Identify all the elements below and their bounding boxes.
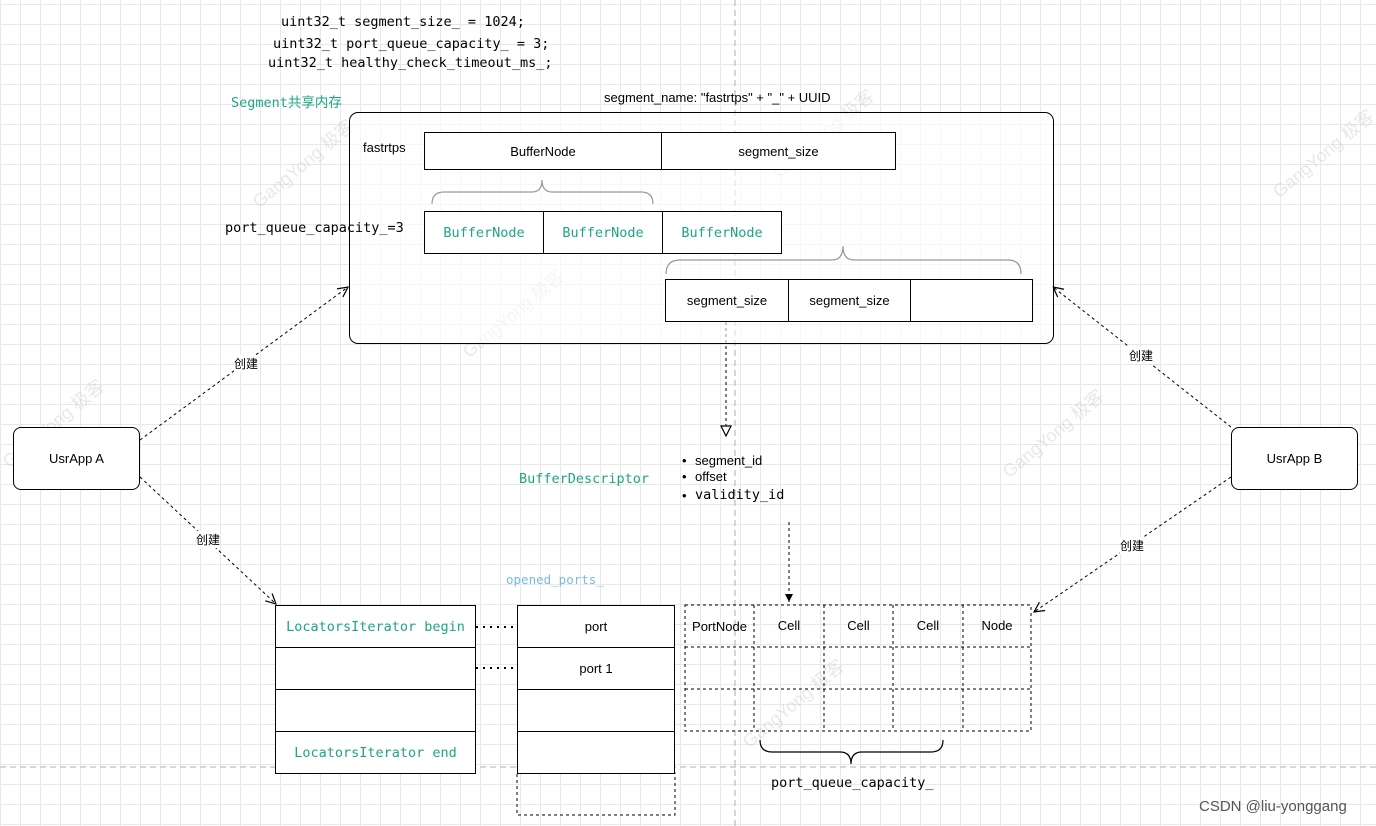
cell-text: BufferNode: [681, 224, 763, 241]
header-segment-size-cell: segment_size: [661, 132, 896, 170]
buffer-node-cell: BufferNode: [424, 211, 544, 254]
cell-text: segment_size: [738, 143, 819, 159]
cell-text: segment_size: [809, 293, 890, 308]
usr-app-b-label: UsrApp B: [1266, 451, 1323, 466]
usr-app-a-label: UsrApp A: [49, 451, 104, 466]
arrow-b-to-port-table: [1034, 476, 1232, 612]
cell-header: Cell: [754, 605, 824, 645]
edge-label-create: 创建: [234, 355, 259, 372]
opened-port-row-dashed: [517, 773, 675, 815]
edge-label-create: 创建: [1120, 537, 1145, 554]
descriptor-bullet: •: [682, 469, 687, 484]
opened-port-row: [517, 731, 675, 774]
cell-text: port: [584, 619, 608, 634]
cell-text: Node: [981, 617, 1013, 633]
descriptor-bullet: •: [682, 453, 687, 468]
locators-begin-row: LocatorsIterator begin: [275, 605, 476, 648]
locators-end-row: LocatorsIterator end: [275, 731, 476, 774]
cell-text: BufferNode: [562, 224, 644, 241]
port-node-header: PortNode: [685, 605, 754, 647]
opened-port-row: port 1: [517, 647, 675, 690]
cell-text: Cell: [777, 617, 801, 633]
buffer-node-cell: BufferNode: [543, 211, 663, 254]
arrow-a-to-segment: [139, 287, 348, 441]
opened-port-row: port: [517, 605, 675, 648]
cell-text: LocatorsIterator end: [294, 744, 457, 761]
cell-text: Cell: [916, 617, 940, 633]
arrow-a-to-locators: [139, 476, 276, 604]
port-queue-capacity-caption: port_queue_capacity_: [771, 775, 934, 791]
opened-port-row: [517, 689, 675, 732]
cell-text: port 1: [579, 661, 613, 676]
fastrtps-label: fastrtps: [363, 140, 406, 155]
segment-size-cell: segment_size: [665, 279, 789, 322]
brace-port-queue: [759, 739, 944, 765]
descriptor-bullet: •: [682, 488, 687, 503]
cell-text: BufferNode: [443, 224, 525, 241]
cell-text: PortNode: [692, 618, 747, 634]
segment-size-cell: segment_size: [788, 279, 911, 322]
segment-label: Segment共享内存: [231, 95, 342, 111]
buffer-descriptor-label: BufferDescriptor: [519, 471, 650, 487]
segment-name-caption: segment_name: "fastrtps" + "_" + UUID: [604, 90, 831, 105]
descriptor-field-offset: offset: [695, 469, 727, 484]
edge-label-create: 创建: [196, 531, 221, 548]
segment-size-cell-empty: [910, 279, 1033, 322]
usr-app-b: UsrApp B: [1231, 427, 1358, 490]
usr-app-a: UsrApp A: [13, 427, 140, 490]
descriptor-field-validity-id: validity_id: [695, 487, 785, 503]
code-line-healthy-check-timeout: uint32_t healthy_check_timeout_ms_;: [268, 55, 553, 71]
node-header: Node: [963, 605, 1031, 645]
cell-header: Cell: [893, 605, 963, 645]
cell-header: Cell: [824, 605, 893, 645]
buffer-node-cell: BufferNode: [662, 211, 782, 254]
edge-label-create: 创建: [1129, 347, 1154, 364]
opened-ports-label: opened_ports_: [506, 572, 604, 587]
footer-credit: CSDN @liu-yonggang: [1199, 798, 1347, 815]
port-node-table-grid: [684, 604, 1032, 732]
code-line-port-queue-capacity: uint32_t port_queue_capacity_ = 3;: [273, 36, 550, 52]
cell-text: BufferNode: [510, 143, 576, 159]
arrow-b-to-segment: [1053, 287, 1232, 428]
descriptor-field-segment-id: segment_id: [695, 453, 763, 468]
code-line-segment-size: uint32_t segment_size_ = 1024;: [281, 14, 525, 30]
cell-text: Cell: [847, 617, 870, 633]
port-queue-capacity-label: port_queue_capacity_=3: [225, 220, 404, 236]
cell-text: LocatorsIterator begin: [286, 618, 465, 635]
locators-row: [275, 647, 476, 690]
locators-row: [275, 689, 476, 732]
cell-text: segment_size: [686, 293, 768, 308]
header-buffer-node-cell: BufferNode: [424, 132, 662, 170]
